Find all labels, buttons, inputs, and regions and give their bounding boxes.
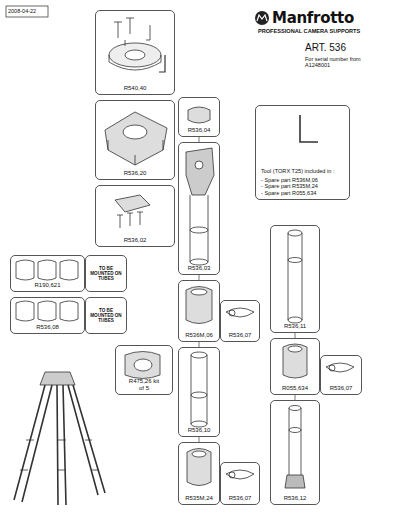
part-number: R536,04 (188, 127, 211, 134)
article-number: ART. 536 (305, 42, 385, 54)
part-number: R535M,24 (185, 495, 213, 502)
part-number: R536,10 (188, 427, 211, 434)
part-frame: R536,02 (95, 185, 175, 247)
part-frame: R475,26 kit of 5 (115, 345, 173, 395)
part-frame: R536M,06 (178, 280, 220, 342)
part-frame: R536,20 (95, 100, 175, 180)
part-number: R536,07 (229, 332, 252, 339)
date-stamp: 2008-04-22 (8, 8, 48, 14)
note-text: Tool (TORX T25) included in : (261, 168, 334, 174)
part-frame: R055,634 (270, 338, 320, 395)
part-number: R536,07 (330, 385, 353, 392)
part-frame: R536,07 (320, 355, 362, 395)
part-number: R536,11 (284, 323, 306, 330)
mounting-note: TO BE MOUNTED ON TUBES (88, 308, 124, 324)
part-number: R536,03 (188, 265, 211, 272)
part-frame: R536,11 (270, 225, 320, 333)
serial-note: For serial number from A1248001 (305, 56, 367, 69)
part-number: R055,634 (282, 385, 308, 392)
part-frame: R536,07 (220, 462, 260, 505)
part-number: R536,20 (124, 170, 147, 177)
part-frame: R536,10 (178, 347, 220, 437)
part-frame: R540,40 (95, 10, 175, 95)
part-number: R475,26 kit of 5 (128, 378, 160, 392)
note-box: Tool (TORX T25) included in : - Spare par… (255, 105, 350, 200)
part-frame: R535M,24 (178, 442, 220, 505)
part-number: R190,621 (34, 282, 60, 289)
part-number: R536,02 (124, 237, 147, 244)
part-number: R536,08 (36, 324, 59, 331)
part-frame: R536,04 (178, 97, 220, 137)
part-frame: R536,08 (10, 297, 85, 334)
mounting-note: TO BE MOUNTED ON TUBES (88, 266, 124, 282)
part-number: R536,07 (229, 495, 252, 502)
part-number: R540,40 (124, 85, 147, 92)
note-text: - Spare part R536M,06 (261, 177, 318, 183)
part-frame: TO BE MOUNTED ON TUBES (85, 255, 127, 292)
brand-logo: Manfrotto (272, 10, 392, 27)
part-frame: TO BE MOUNTED ON TUBES (85, 297, 127, 334)
part-frame: R536,03 (178, 142, 220, 275)
part-number: R536M,06 (185, 332, 213, 339)
note-text: - Spare part R535M,24 (261, 183, 318, 189)
part-frame: R536,12 (270, 400, 320, 505)
part-number: R536,12 (284, 495, 307, 502)
note-text: - Spare part R055,634 (261, 190, 316, 196)
part-frame: R536,07 (220, 300, 260, 342)
brand-tagline: PROFESSIONAL CAMERA SUPPORTS (258, 28, 398, 34)
part-frame: R190,621 (10, 255, 85, 292)
